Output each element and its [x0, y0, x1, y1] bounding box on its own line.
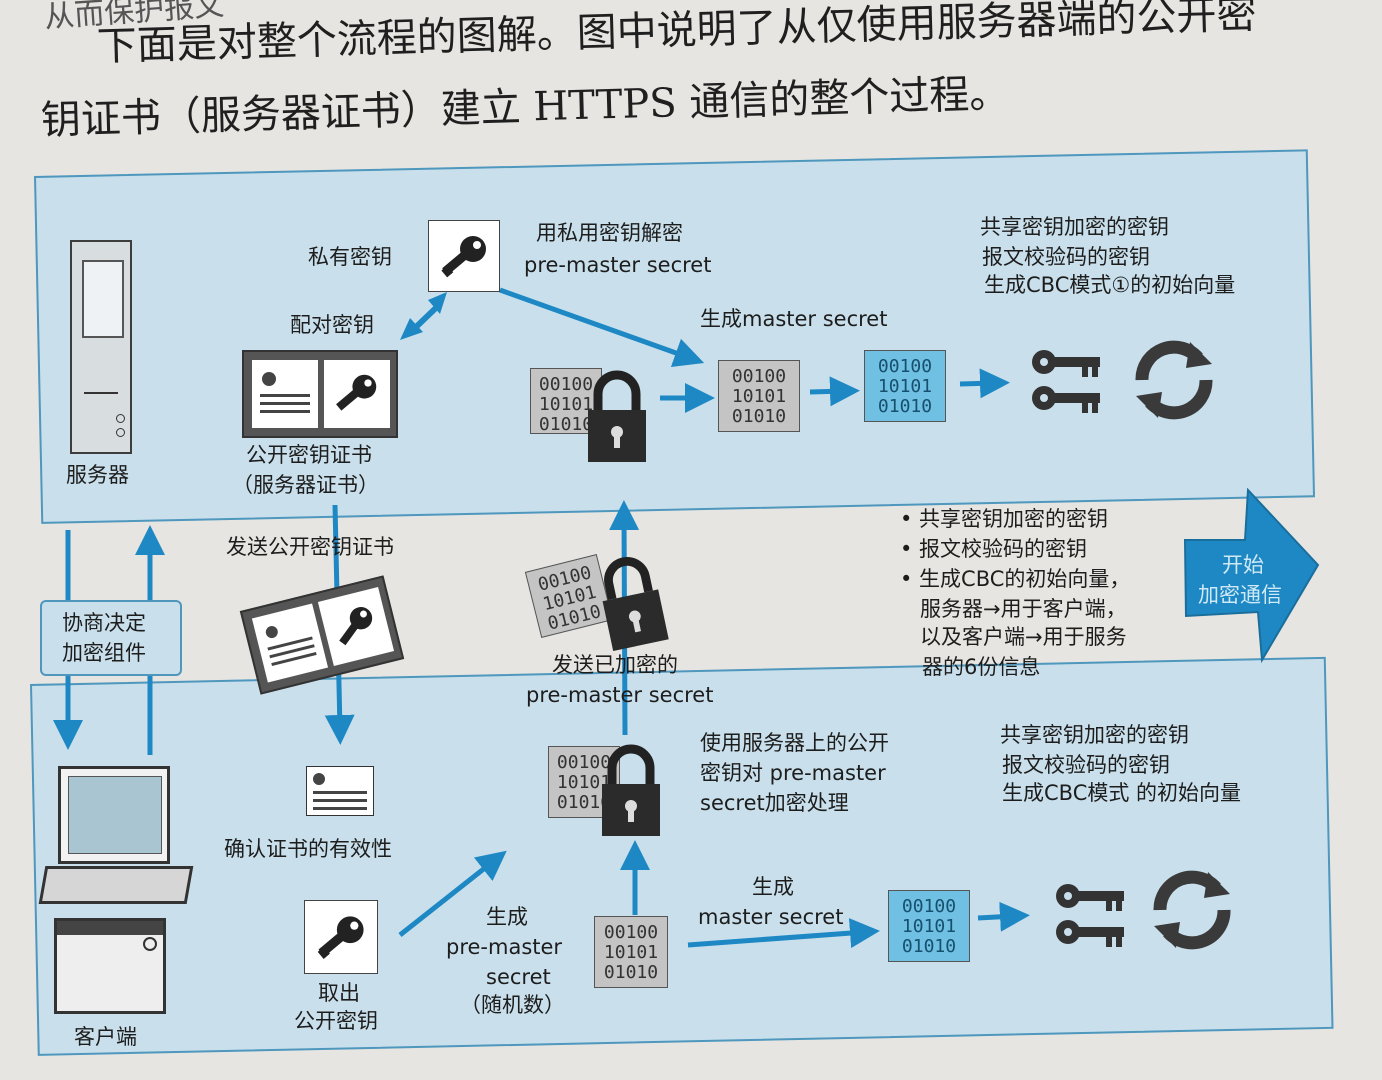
- lock-icon: [588, 370, 646, 462]
- bullet-1: • 共享密钥加密的密钥: [900, 507, 1109, 531]
- send-pms-label-2: pre-master secret: [526, 683, 714, 707]
- take-key-label-2: 公开密钥: [294, 1009, 378, 1033]
- key-icon: [441, 236, 486, 278]
- client-refresh-cycle-icon: [1153, 870, 1231, 950]
- client-shared-1: 共享密钥加密的密钥: [1000, 723, 1189, 747]
- private-key-label: 私有密钥: [308, 245, 392, 269]
- cert-key-icon: [336, 374, 377, 411]
- start-arrow-shape: [1183, 487, 1320, 664]
- pair-key-label: 配对密钥: [290, 313, 374, 337]
- send-cert-label: 发送公开密钥证书: [226, 535, 394, 559]
- arrow-pair-key-head-b: [428, 292, 447, 314]
- bullet-6: 器的6份信息: [922, 655, 1041, 679]
- client-shared-keys-icon: [1056, 884, 1124, 947]
- gen-master-label: 生成master secret: [700, 307, 888, 331]
- browser-window-icon: [54, 918, 166, 1014]
- arrow-gen-master: [687, 918, 880, 949]
- verify-cert-label: 确认证书的有效性: [224, 837, 392, 861]
- negotiate-label-1: 协商决定: [62, 611, 146, 635]
- laptop-base: [38, 866, 194, 904]
- public-key-icon: [317, 916, 364, 959]
- refresh-cycle-icon: [1135, 340, 1213, 420]
- decrypt-label-1: 用私用密钥解密: [536, 221, 683, 245]
- client-shared-2: 报文校验码的密钥: [1002, 753, 1170, 777]
- client-lock-icon: [602, 744, 660, 836]
- server-icon: [70, 240, 132, 454]
- server-shared-2: 报文校验码的密钥: [982, 245, 1150, 269]
- client-shared-3: 生成CBC模式 的初始向量: [1002, 781, 1242, 805]
- sent-cert-key-icon: [339, 606, 373, 646]
- arrow-pair-key-head-a: [400, 318, 423, 340]
- bullet-2: • 报文校验码的密钥: [900, 537, 1088, 561]
- arrow-bin-to-blue: [809, 376, 860, 407]
- bullet-5: 以及客户端→用于服务: [920, 625, 1127, 649]
- send-pms-label-1: 发送已加密的: [552, 653, 678, 677]
- encrypt-label-1: 使用服务器上的公开: [700, 731, 889, 755]
- laptop-icon: [58, 766, 170, 866]
- decrypt-label-2: pre-master secret: [524, 253, 712, 277]
- arrow-key-to-decrypt: [499, 287, 705, 368]
- arrow-take-key-to-gen: [398, 850, 507, 937]
- negotiate-label-2: 加密组件: [62, 641, 146, 665]
- server-cert: [242, 350, 398, 438]
- take-key-label-1: 取出: [318, 981, 360, 1005]
- gen-pms-label-4: （随机数）: [460, 993, 565, 1017]
- encrypt-label-2: 密钥对 pre-master: [700, 761, 886, 785]
- public-key-box: [304, 900, 378, 974]
- client-label: 客户端: [74, 1025, 137, 1049]
- gen-pms-label-3: secret: [486, 965, 551, 989]
- sent-lock-icon: [602, 557, 669, 652]
- server-shared-1: 共享密钥加密的密钥: [980, 215, 1169, 239]
- arrow-blue-to-keys: [959, 368, 1010, 399]
- bullet-3: • 生成CBC的初始向量，: [900, 567, 1131, 591]
- gen-pms-label-1: 生成: [486, 905, 528, 929]
- client-cert-small: [306, 766, 374, 816]
- server-label: 服务器: [66, 463, 129, 487]
- sent-cert: [239, 575, 405, 695]
- cert-label-1: 公开密钥证书: [246, 443, 372, 467]
- start-label-1: 开始: [1222, 553, 1264, 577]
- shared-keys-icon: [1032, 350, 1100, 413]
- encrypt-label-3: secret加密处理: [700, 791, 849, 815]
- gen-pms-label-2: pre-master: [446, 935, 563, 959]
- client-gen-master-1: 生成: [752, 875, 794, 899]
- bullet-4: 服务器→用于客户端，: [920, 597, 1127, 621]
- client-gen-master-2: master secret: [698, 905, 844, 929]
- start-label-2: 加密通信: [1198, 583, 1282, 607]
- negotiate-box: 协商决定 加密组件: [40, 600, 182, 676]
- arrow-client-blue-to-keys: [977, 901, 1030, 932]
- cert-label-2: （服务器证书）: [232, 473, 379, 497]
- server-shared-3: 生成CBC模式①的初始向量: [984, 273, 1236, 297]
- private-key-box: [428, 220, 500, 292]
